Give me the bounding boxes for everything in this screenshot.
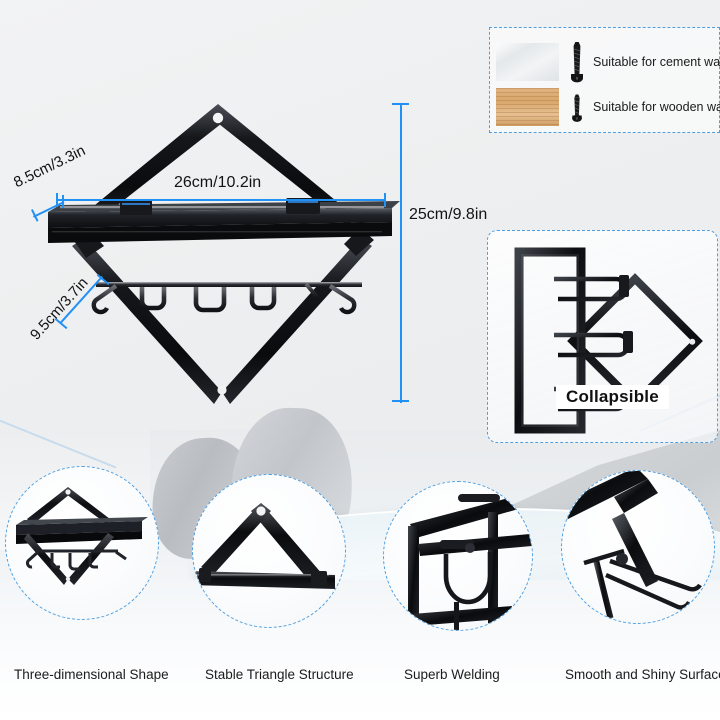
feature-art-superb-welding	[408, 494, 532, 630]
feature-circle-superb-welding	[383, 481, 533, 631]
collapsed-diamond-frame	[567, 273, 703, 409]
collapsible-label: Collapsible	[556, 385, 669, 409]
screw-row-cement: Suitable for cement wall	[496, 40, 720, 84]
screw-icon	[572, 94, 582, 122]
feature-circle-stable-triangle-structure	[192, 474, 346, 628]
feature-circle-smooth-and-shiny-surface	[561, 470, 715, 624]
feature-label-three-dimensional-shape: Three-dimensional Shape	[14, 667, 169, 682]
feature-art-stable-triangle-structure	[193, 503, 335, 589]
feature-art-three-dimensional-shape	[16, 487, 148, 585]
dimension-cap-width-left	[56, 193, 59, 207]
wood-swatch	[496, 88, 559, 126]
screw-label-cement: Suitable for cement wall	[593, 55, 720, 69]
dimension-label-height: 25cm/9.8in	[409, 206, 488, 223]
collapsible-panel: Collapsible	[487, 230, 718, 443]
dimension-cap-height-top	[392, 103, 409, 106]
dimension-line-width	[56, 199, 386, 202]
rack-shelf-plate	[48, 201, 400, 243]
feature-art-smooth-and-shiny-surface	[562, 471, 702, 619]
rack-lower-diamond	[72, 228, 374, 404]
wall-compatibility-panel: Suitable for cement wall Suitable for wo…	[489, 27, 720, 133]
screw-icon	[571, 42, 583, 83]
collapsed-rack-illustration	[514, 247, 703, 434]
screw-label-wood: Suitable for wooden walls	[593, 100, 720, 114]
feature-label-superb-welding: Superb Welding	[404, 667, 500, 682]
main-product-illustration	[48, 104, 400, 404]
collapsed-shelf-frame	[514, 247, 586, 434]
rack-hook-rail	[91, 282, 362, 315]
dimension-cap-height-bottom	[392, 400, 409, 403]
dimension-cap-depth-right	[62, 195, 64, 208]
rack-upper-triangle	[84, 104, 352, 228]
dimension-cap-width-right	[384, 193, 387, 207]
feature-circle-three-dimensional-shape	[5, 466, 159, 620]
screw-row-wood: Suitable for wooden walls	[496, 88, 720, 126]
dimension-line-height	[400, 103, 403, 403]
rack-shelf-brackets	[120, 198, 320, 215]
dimension-label-width: 26cm/10.2in	[174, 174, 262, 191]
cement-swatch	[496, 43, 559, 81]
feature-label-smooth-and-shiny-surface: Smooth and Shiny Surface	[565, 667, 720, 682]
feature-label-stable-triangle-structure: Stable Triangle Structure	[205, 667, 354, 682]
